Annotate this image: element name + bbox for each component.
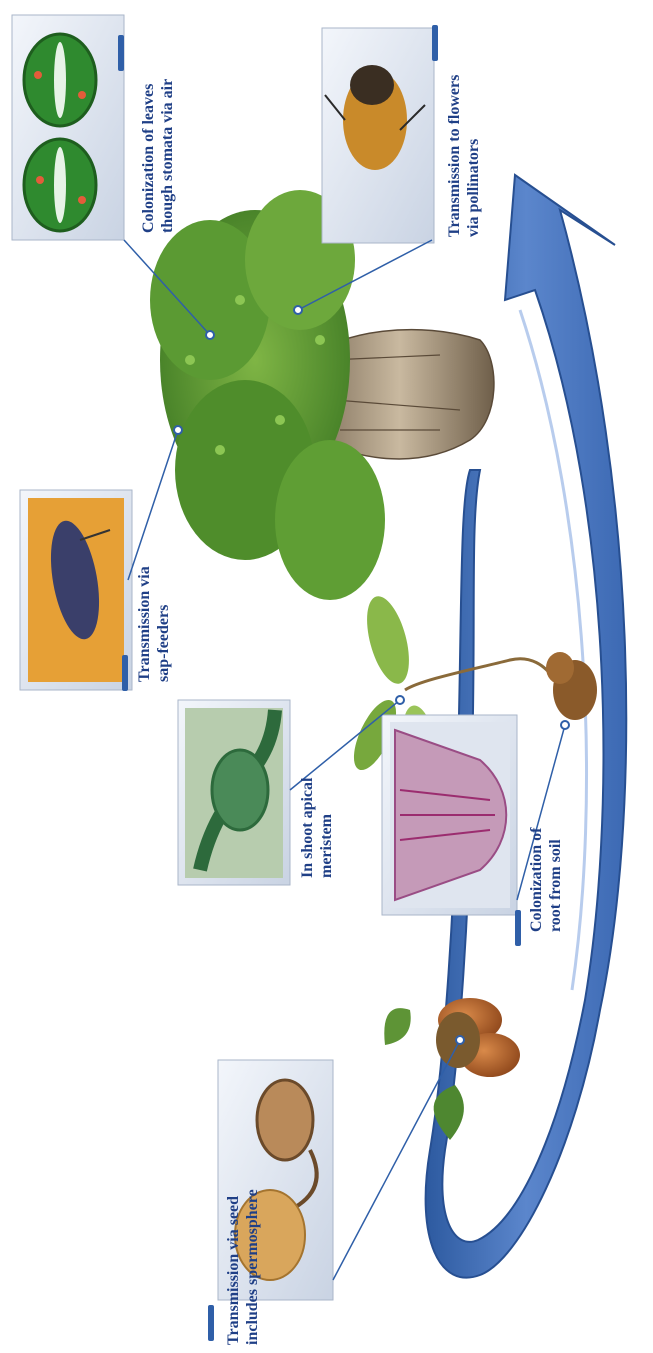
label-leaves-stomata-line2: though stomata via air <box>158 79 177 233</box>
label-leaves-stomata-line1: Colonization of leaves <box>139 79 158 233</box>
label-shoot-meristem-line1: In shoot apical <box>298 778 317 878</box>
label-seed-spermosphere: Transmission via seed includes spermosph… <box>224 1189 262 1345</box>
label-root-soil-line1: Colonization of <box>527 828 546 932</box>
label-pollinators-line1: Transmission to flowers <box>445 75 464 237</box>
label-leaves-stomata: Colonization of leaves though stomata vi… <box>139 79 177 233</box>
label-seed-spermosphere-line2: includes spermosphere <box>243 1189 262 1345</box>
tree-illustration <box>150 190 494 600</box>
label-root-soil-line2: root from soil <box>546 828 565 932</box>
panel-pollinators <box>322 28 434 243</box>
label-sap-feeders-line1: Transmission via <box>135 566 154 682</box>
label-root-soil: Colonization of root from soil <box>527 828 565 932</box>
label-pollinators-line2: via pollinators <box>464 75 483 237</box>
panel-root-soil <box>382 715 517 915</box>
label-sap-feeders-line2: sap-feeders <box>154 566 173 682</box>
panel-stomata <box>12 15 124 240</box>
label-sap-feeders: Transmission via sap-feeders <box>135 566 173 682</box>
label-pollinators: Transmission to flowers via pollinators <box>445 75 483 237</box>
label-shoot-meristem: In shoot apical meristem <box>298 778 336 878</box>
panel-sap-feeders <box>20 490 132 690</box>
label-seed-spermosphere-line1: Transmission via seed <box>224 1189 243 1345</box>
label-shoot-meristem-line2: meristem <box>317 778 336 878</box>
panel-shoot-meristem <box>178 700 290 885</box>
